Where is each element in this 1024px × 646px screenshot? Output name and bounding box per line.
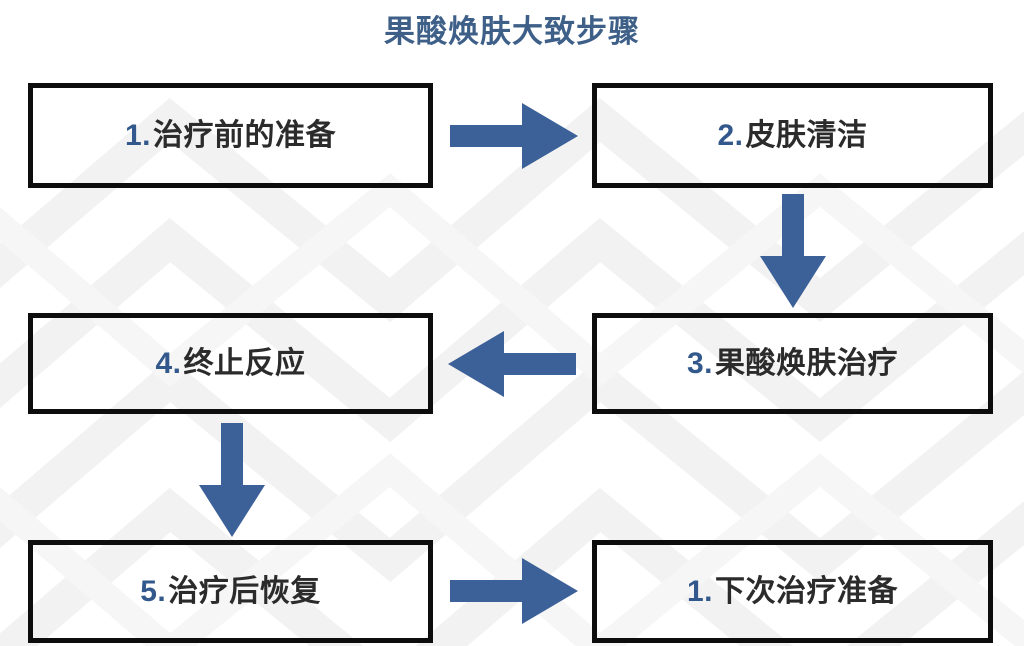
step-box-6-number: 1. <box>686 574 714 608</box>
arrow-step4-to-step5 <box>199 423 265 537</box>
step-box-6[interactable]: 1.下次治疗准备 <box>592 540 993 643</box>
chart-title: 果酸焕肤大致步骤 <box>384 14 640 49</box>
step-box-1-label: 治疗前的准备 <box>153 118 337 152</box>
arrow-step3-to-step4 <box>448 331 576 397</box>
step-box-4[interactable]: 4.终止反应 <box>28 313 433 414</box>
step-box-3-label: 果酸焕肤治疗 <box>715 346 899 380</box>
step-box-5-text: 5.治疗后恢复 <box>140 574 321 608</box>
step-box-1-number: 1. <box>124 118 152 152</box>
step-box-1-text: 1.治疗前的准备 <box>124 118 337 152</box>
step-box-6-label: 下次治疗准备 <box>715 574 899 608</box>
step-box-2[interactable]: 2.皮肤清洁 <box>592 83 993 188</box>
step-box-4-number: 4. <box>155 346 182 380</box>
step-box-5[interactable]: 5.治疗后恢复 <box>28 540 433 643</box>
step-box-5-number: 5. <box>140 574 167 608</box>
step-box-1[interactable]: 1.治疗前的准备 <box>28 83 433 188</box>
step-box-6-text: 1.下次治疗准备 <box>686 574 899 608</box>
step-box-5-label: 治疗后恢复 <box>168 574 321 608</box>
step-box-3[interactable]: 3.果酸焕肤治疗 <box>592 313 993 414</box>
step-box-4-text: 4.终止反应 <box>155 346 306 380</box>
step-box-3-text: 3.果酸焕肤治疗 <box>686 346 899 380</box>
arrow-step1-to-step2 <box>450 103 578 169</box>
step-box-2-text: 2.皮肤清洁 <box>717 118 868 152</box>
arrow-step2-to-step3 <box>760 194 826 308</box>
step-box-2-label: 皮肤清洁 <box>745 118 868 152</box>
step-box-3-number: 3. <box>686 346 714 380</box>
step-box-4-label: 终止反应 <box>183 346 306 380</box>
step-box-2-number: 2. <box>717 118 744 152</box>
arrow-step5-to-next <box>450 558 578 624</box>
